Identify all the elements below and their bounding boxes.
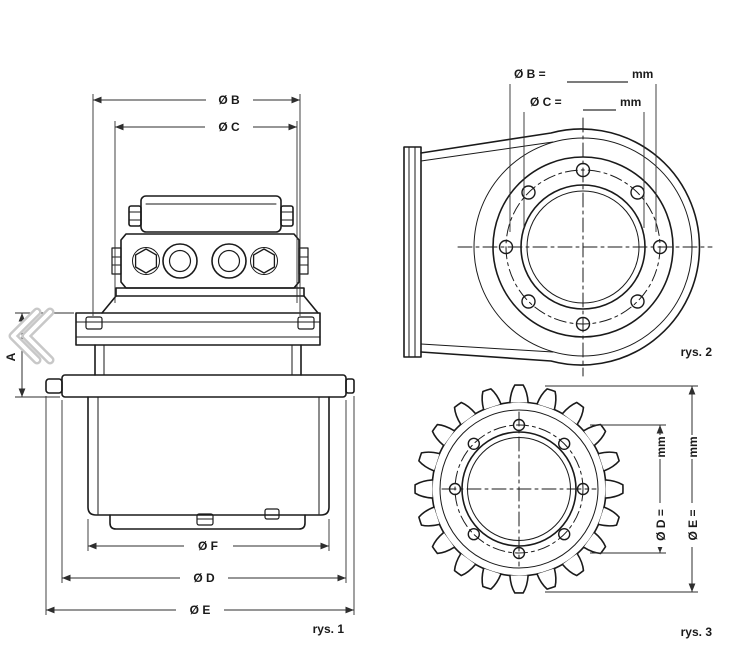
port-circle (162, 243, 198, 279)
dim-label-d: Ø D = (654, 509, 668, 541)
port-circle (211, 243, 247, 279)
motor-ring-gear (61, 374, 347, 398)
dim-unit-d: mm (654, 436, 668, 457)
housing-outline (420, 128, 701, 366)
motor-drum (87, 396, 330, 516)
dim-unit-c: mm (620, 95, 641, 109)
motor-flange (75, 312, 321, 346)
dim-label-c: Ø C = (530, 95, 562, 109)
fig1-dimensions (15, 90, 355, 615)
dim-unit-b: mm (632, 67, 653, 81)
fig2-housing-side-view (403, 117, 713, 377)
dim-label-f: Ø F (198, 539, 218, 553)
dim-label-c: Ø C (218, 120, 240, 134)
chevron-left-icon[interactable] (8, 307, 55, 365)
dim-label-e: Ø E (190, 603, 211, 617)
dim-label-b: Ø B = (514, 67, 546, 81)
fig3-dimensions (545, 385, 700, 593)
bolt-holes (448, 418, 590, 560)
fig2-dimensions (509, 81, 657, 232)
hex-plug (134, 248, 158, 274)
fig2-dimension-labels: Ø B = mm Ø C = mm rys. 2 (514, 67, 712, 359)
dim-label-a: A (4, 352, 18, 361)
fig1-motor-front-view (45, 195, 355, 530)
dim-label-e: Ø E = (686, 509, 700, 540)
mount-plate (403, 146, 422, 358)
dim-label-d: Ø D (193, 571, 215, 585)
dim-label-b: Ø B (218, 93, 240, 107)
motor-port-block (120, 233, 300, 289)
fig3-dimension-labels: mm Ø D = mm Ø E = rys. 3 (654, 436, 712, 639)
hex-plug (252, 248, 276, 274)
fig3-sprocket (414, 384, 624, 594)
fig1-caption: rys. 1 (313, 622, 345, 636)
fig2-caption: rys. 2 (681, 345, 713, 359)
dim-unit-e: mm (686, 436, 700, 457)
motor-top-cap (140, 195, 282, 233)
fig3-caption: rys. 3 (681, 625, 713, 639)
fig1-dimension-labels: Ø B Ø C A Ø F Ø D Ø E rys. 1 (4, 93, 344, 636)
